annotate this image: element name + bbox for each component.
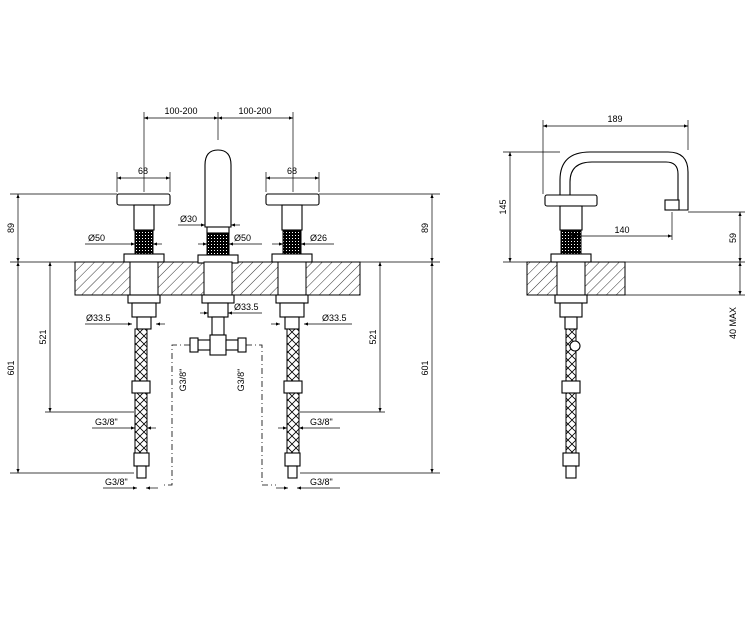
dim-spout-reach: 140 bbox=[614, 225, 629, 235]
side-spout bbox=[544, 151, 689, 479]
dim-handle-width-left: 68 bbox=[138, 166, 148, 176]
dim-handle-base-dia: Ø50 bbox=[88, 233, 105, 243]
right-handle bbox=[265, 193, 320, 479]
left-handle bbox=[116, 193, 171, 479]
dim-reach-total: 189 bbox=[607, 114, 622, 124]
dim-shank-dia-center: Ø33.5 bbox=[234, 302, 259, 312]
thread-left-lower: G3/8" bbox=[105, 477, 128, 487]
dim-spout-clearance: 59 bbox=[728, 233, 738, 243]
thread-left-upper: G3/8" bbox=[95, 417, 118, 427]
side-view: 189 145 140 59 40 MAX bbox=[498, 114, 745, 479]
water-line-right bbox=[246, 344, 276, 486]
dim-height-right: 89 bbox=[420, 223, 430, 233]
dim-handle-width-right: 68 bbox=[287, 166, 297, 176]
dim-height-left: 89 bbox=[6, 223, 16, 233]
water-line-left bbox=[162, 344, 190, 486]
dim-handle-base-dia-right: Ø26 bbox=[310, 233, 327, 243]
dim-length-right-inner: 521 bbox=[368, 329, 378, 344]
thread-center-left: G3/8" bbox=[178, 369, 188, 392]
dim-spacing-right: 100-200 bbox=[238, 106, 271, 116]
dim-shank-dia-left: Ø33.5 bbox=[86, 313, 111, 323]
thread-right-lower: G3/8" bbox=[310, 477, 333, 487]
dim-length-left-outer: 601 bbox=[6, 360, 16, 375]
dim-length-left-inner: 521 bbox=[38, 329, 48, 344]
center-spout bbox=[189, 149, 247, 356]
dim-length-right-outer: 601 bbox=[420, 360, 430, 375]
front-view: 100-200 100-200 68 68 89 89 Ø50 Ø30 Ø50 … bbox=[6, 106, 440, 490]
thread-right-upper: G3/8" bbox=[310, 417, 333, 427]
dim-deck-thickness-max: 40 MAX bbox=[728, 307, 738, 339]
thread-center-right: G3/8" bbox=[236, 369, 246, 392]
dim-spacing-left: 100-200 bbox=[164, 106, 197, 116]
dim-spout-base-dia: Ø50 bbox=[234, 233, 251, 243]
dim-spout-height: 145 bbox=[498, 199, 508, 214]
dim-shank-dia-right: Ø33.5 bbox=[322, 313, 347, 323]
dim-spout-dia: Ø30 bbox=[180, 214, 197, 224]
